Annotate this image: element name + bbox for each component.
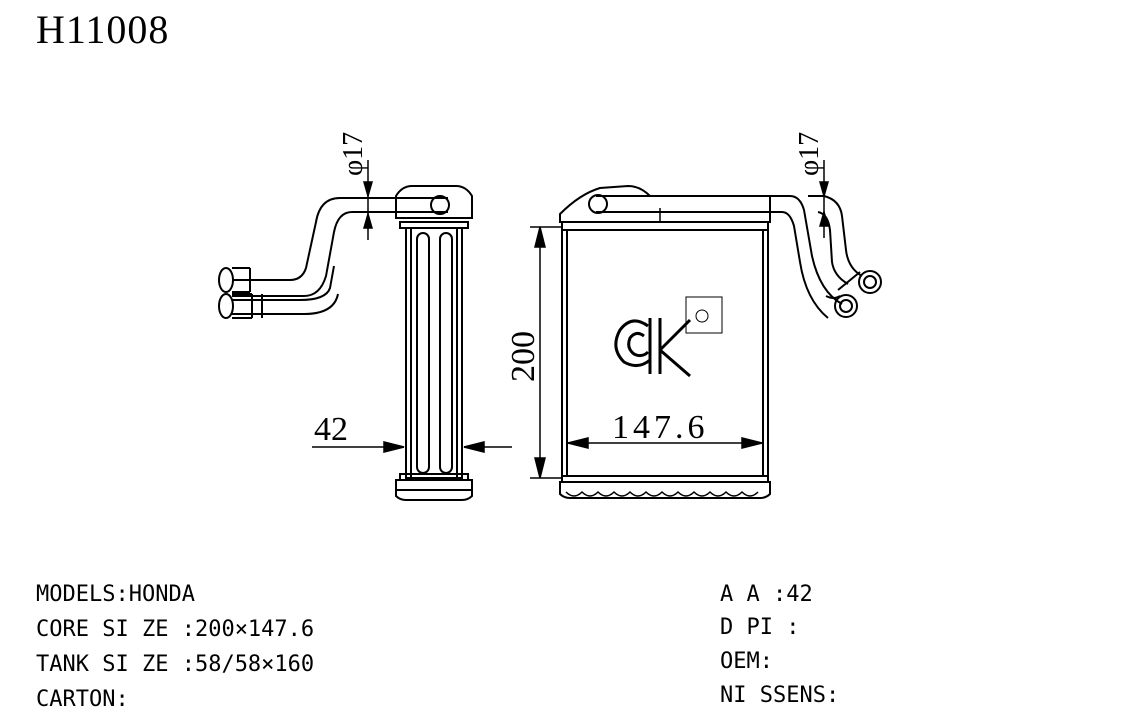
spec-core-size: CORE SI ZE :200×147.6 — [36, 617, 314, 642]
brand-logo — [614, 296, 723, 378]
part-number-title: H11008 — [36, 7, 170, 52]
front-view — [559, 184, 882, 499]
spec-nissens: NI SSENS: — [720, 683, 839, 708]
spec-dpi: D PI : — [720, 615, 799, 640]
dim-thickness-label: 42 — [314, 411, 348, 448]
spec-models: MODELS:HONDA — [36, 582, 195, 607]
dim-pipe-left — [363, 160, 373, 240]
spec-aa-label: A A : — [720, 582, 787, 607]
spec-oem: OEM: — [720, 649, 773, 674]
spec-core-size-label: CORE SI ZE : — [36, 617, 195, 642]
dim-height — [530, 226, 562, 479]
heater-core-drawing: 42 φ17 — [218, 132, 882, 501]
spec-dpi-label: D PI : — [720, 615, 800, 640]
dim-pipe-right — [819, 160, 829, 238]
spec-tank-size-label: TANK SI ZE : — [36, 652, 195, 677]
dim-pipe-right-label: φ17 — [794, 132, 825, 176]
dim-width — [567, 437, 763, 449]
spec-nissens-label: NI SSENS: — [720, 683, 840, 708]
spec-models-label: MODELS: — [36, 582, 129, 607]
side-view — [218, 185, 473, 501]
spec-aa: A A :42 — [720, 582, 813, 607]
spec-oem-label: OEM: — [720, 649, 773, 674]
spec-core-size-value: 200×147.6 — [194, 617, 315, 642]
spec-carton-label: CARTON: — [36, 687, 129, 712]
spec-carton: CARTON: — [36, 687, 129, 712]
dim-width-label: 147.6 — [612, 409, 709, 446]
spec-aa-value: 42 — [786, 582, 813, 607]
spec-tank-size-value: 58/58×160 — [194, 652, 315, 677]
dim-height-label: 200 — [505, 331, 542, 382]
dim-thickness — [312, 441, 512, 453]
dim-pipe-left-label: φ17 — [338, 132, 369, 176]
spec-models-value: HONDA — [128, 582, 195, 607]
spec-tank-size: TANK SI ZE :58/58×160 — [36, 652, 314, 677]
